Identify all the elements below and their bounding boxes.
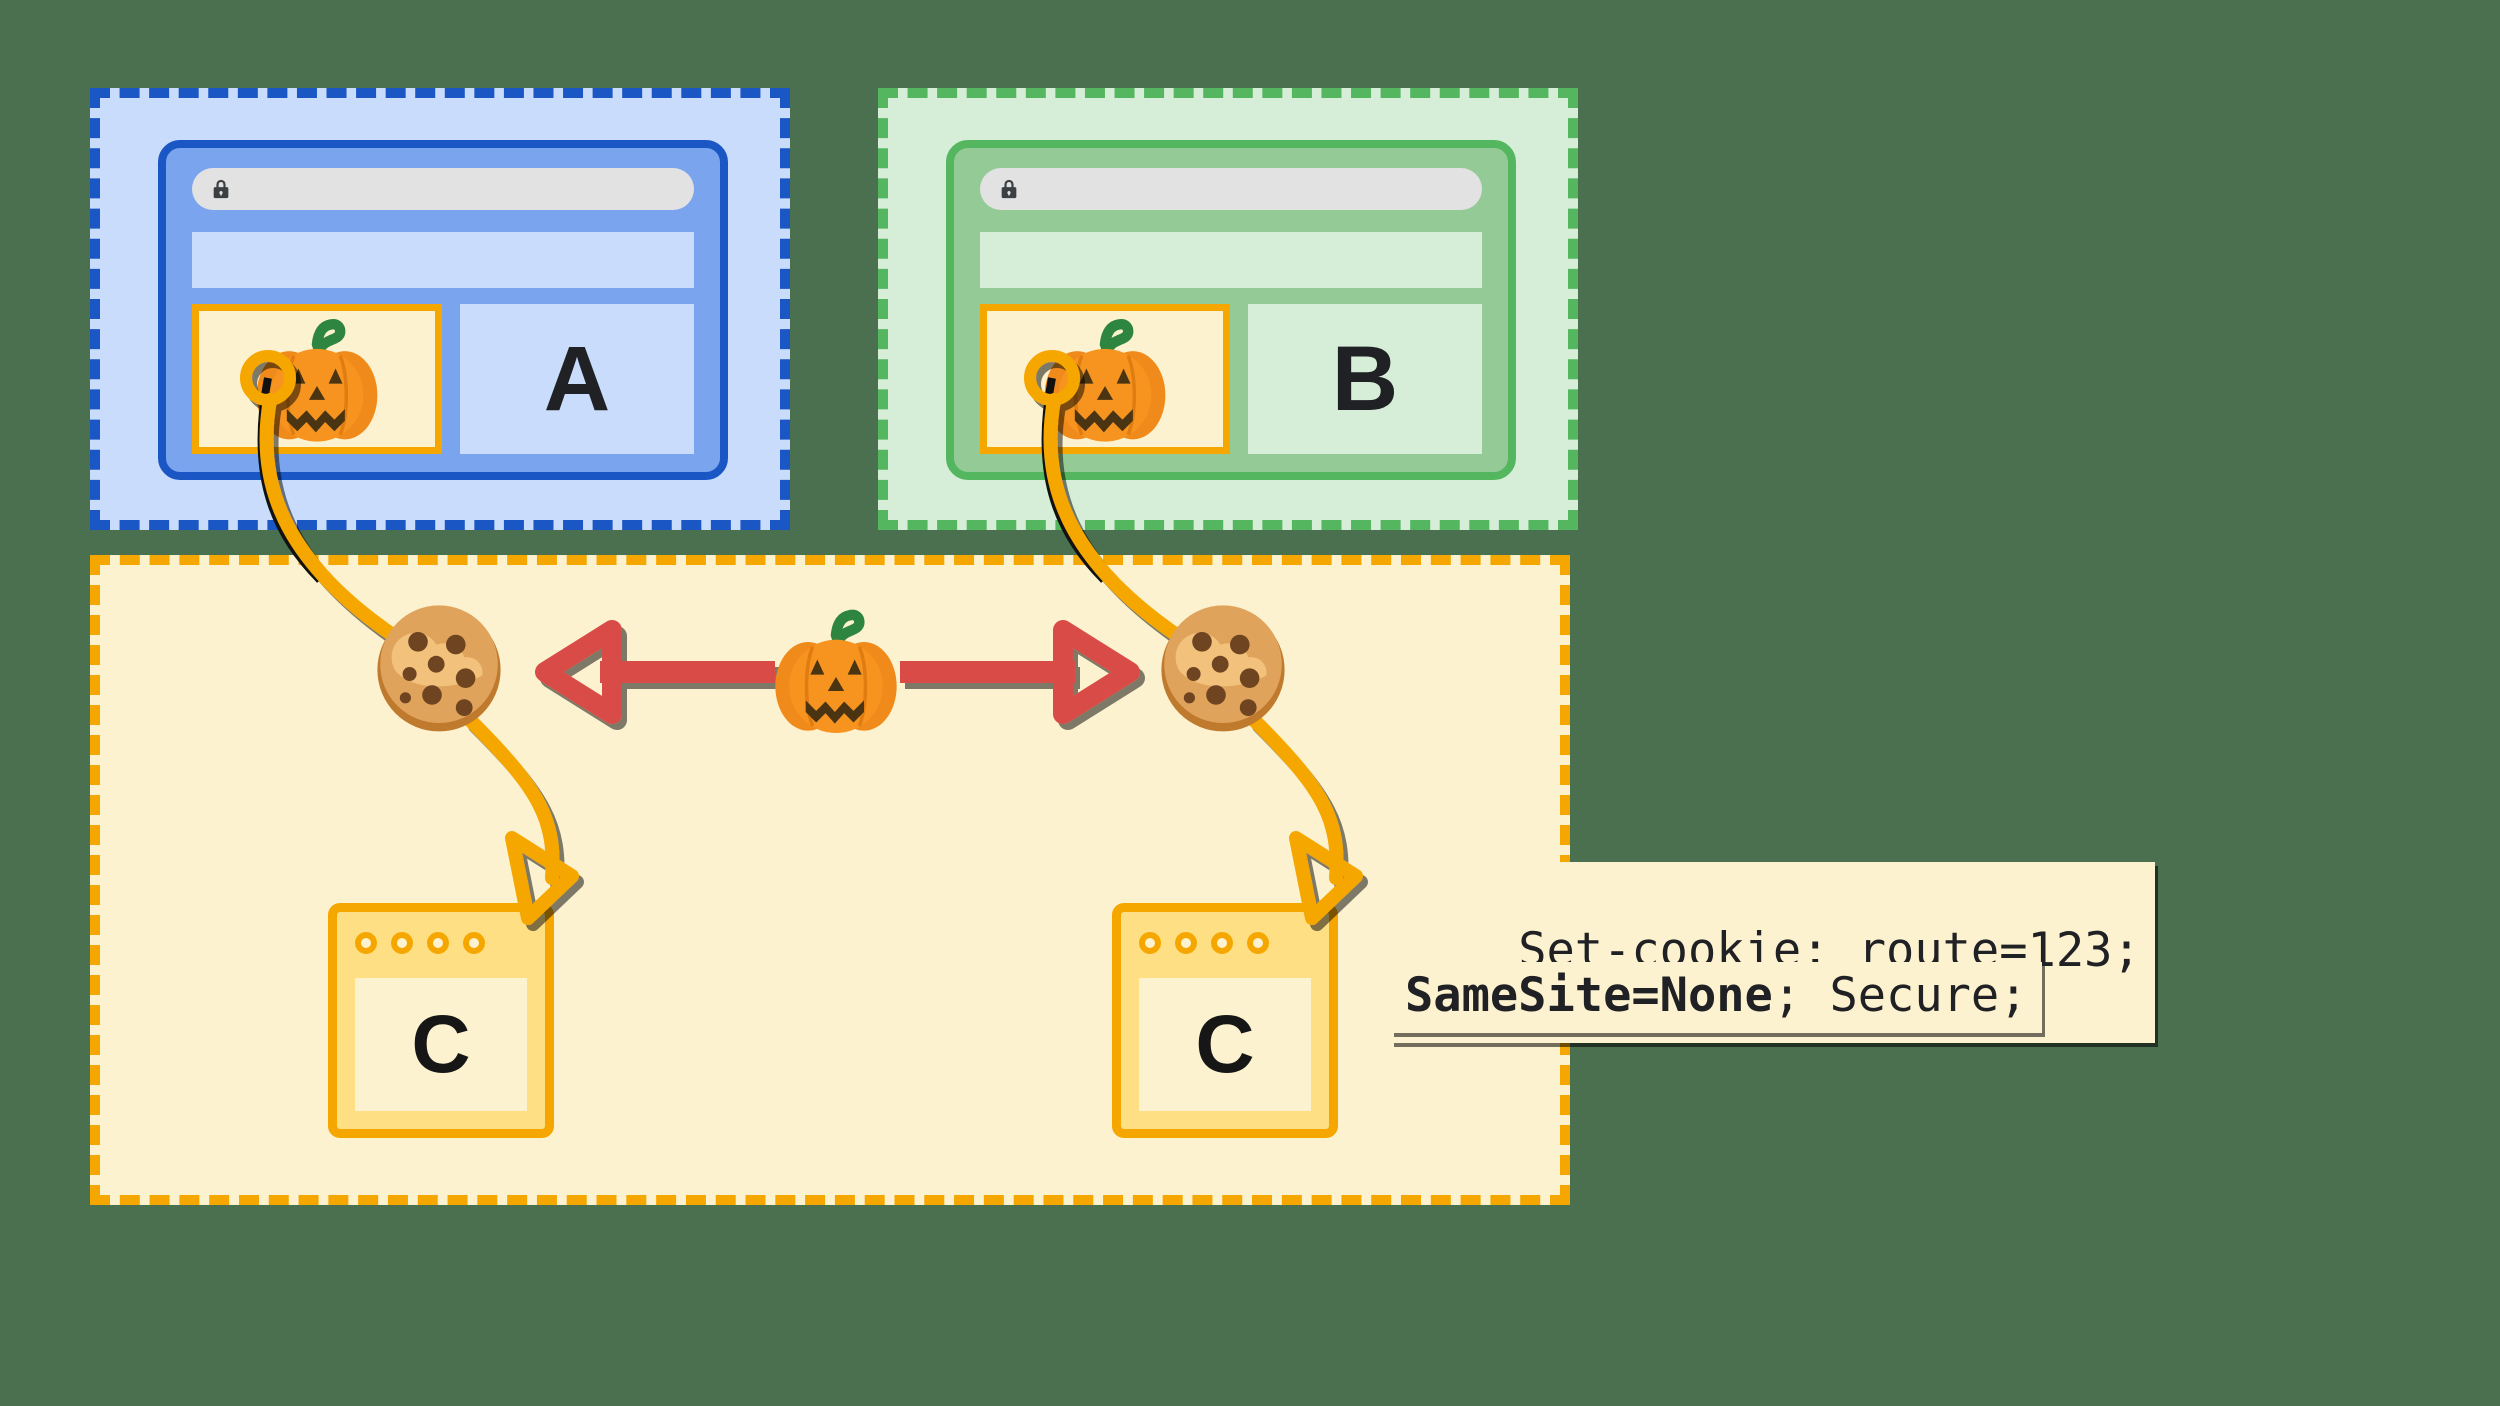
window-body: C bbox=[355, 978, 527, 1111]
window-dot bbox=[391, 932, 413, 954]
window-dot bbox=[1139, 932, 1161, 954]
third-party-label-c-2: C bbox=[1195, 998, 1255, 1090]
site-letter-cell-a: A bbox=[460, 304, 694, 454]
page-content-b: B bbox=[980, 304, 1482, 454]
window-dot bbox=[1175, 932, 1197, 954]
third-party-window-c-2: C bbox=[1112, 903, 1338, 1138]
pumpkin-icon bbox=[256, 319, 378, 442]
window-dots bbox=[1139, 932, 1269, 954]
window-body: C bbox=[1139, 978, 1311, 1111]
browser-window-b: B bbox=[946, 140, 1516, 480]
site-label-a: A bbox=[543, 328, 611, 430]
lock-icon bbox=[213, 179, 229, 199]
third-party-label-c-1: C bbox=[411, 998, 471, 1090]
samesite-none-token: SameSite=None bbox=[1405, 968, 1773, 1023]
page-content-a: A bbox=[192, 304, 694, 454]
cookie-icon bbox=[1161, 605, 1285, 732]
lock-icon bbox=[1001, 179, 1017, 199]
window-dot bbox=[1247, 932, 1269, 954]
window-dot bbox=[463, 932, 485, 954]
window-dot bbox=[355, 932, 377, 954]
window-dots bbox=[355, 932, 485, 954]
url-bar-b[interactable] bbox=[980, 168, 1482, 210]
embedded-frame-b bbox=[980, 304, 1230, 454]
embedded-frame-a bbox=[192, 304, 442, 454]
nav-strip-a bbox=[192, 232, 694, 288]
site-letter-cell-b: B bbox=[1248, 304, 1482, 454]
site-label-b: B bbox=[1331, 328, 1399, 430]
secure-token: ; Secure; bbox=[1772, 968, 2028, 1023]
nav-strip-b bbox=[980, 232, 1482, 288]
window-dot bbox=[1211, 932, 1233, 954]
third-party-window-c-1: C bbox=[328, 903, 554, 1138]
window-dot bbox=[427, 932, 449, 954]
browser-window-a: A bbox=[158, 140, 728, 480]
set-cookie-line-2: SameSite=None; Secure; bbox=[1391, 962, 2042, 1033]
pumpkin-icon bbox=[1044, 319, 1166, 442]
pumpkin-icon bbox=[775, 609, 897, 733]
url-bar-a[interactable] bbox=[192, 168, 694, 210]
cookie-icon bbox=[377, 605, 501, 732]
